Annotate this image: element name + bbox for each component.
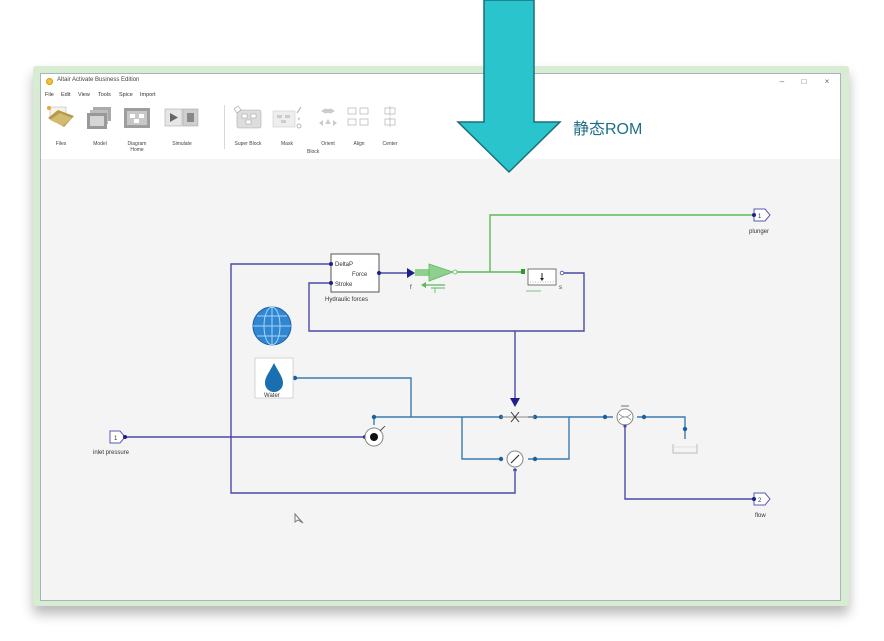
app-logo-icon — [46, 78, 53, 85]
mask-icon: × — [272, 106, 302, 129]
hyd-wire-bypass — [461, 417, 501, 460]
super-block-button[interactable]: Super Block — [231, 105, 265, 147]
super-block-label: Super Block — [234, 141, 262, 147]
plunger-label: plunger — [749, 229, 769, 235]
output-port-plunger[interactable]: 1 plunger — [749, 208, 771, 235]
hydraulic-forces-block[interactable]: DeltaP Force Stroke Hydraulic forces — [325, 253, 381, 303]
water-drop-icon — [265, 363, 283, 392]
flow-meter-block[interactable] — [616, 405, 634, 428]
simulate-label: Simulate — [172, 141, 192, 147]
menu-edit[interactable]: Edit — [61, 92, 71, 98]
inlet-port-number: 1 — [114, 436, 118, 442]
menu-bar: File Edit View Tools Spice Import — [41, 90, 840, 101]
center-label: Center — [382, 141, 398, 147]
model-label: Model — [93, 141, 107, 147]
sensor-label: s — [559, 285, 562, 291]
position-sensor-block[interactable]: s — [521, 268, 565, 292]
mech-wire-to-plunger — [489, 214, 753, 272]
window-title: Altair Activate Business Edition — [57, 77, 140, 83]
svg-text:×: × — [297, 117, 301, 123]
diagram-home-button[interactable]: Diagram Home — [119, 105, 155, 153]
output-port-flow[interactable]: 2 flow — [752, 492, 771, 519]
align-button[interactable]: Align — [344, 105, 374, 147]
files-folder-icon — [47, 106, 74, 127]
orient-button[interactable]: Orient — [311, 105, 345, 147]
port-deltap: DeltaP — [335, 262, 353, 268]
signal-wire-deltap — [230, 263, 516, 494]
force-source-block[interactable]: f — [410, 263, 458, 293]
model-button[interactable]: Model — [83, 105, 117, 147]
hydraulic-forces-label: Hydraulic forces — [325, 297, 368, 303]
menu-spice[interactable]: Spice — [119, 92, 133, 98]
static-rom-label: 静态ROM — [573, 121, 643, 138]
signal-wire-flow — [624, 426, 754, 500]
center-icon — [384, 106, 396, 127]
model-icon — [87, 107, 111, 129]
files-label: Files — [55, 141, 67, 147]
menu-view[interactable]: View — [78, 92, 90, 98]
maximize-button[interactable]: □ — [801, 77, 807, 86]
orient-label: Orient — [321, 141, 335, 147]
align-label: Align — [353, 141, 365, 147]
ribbon-separator — [224, 105, 225, 149]
menu-tools[interactable]: Tools — [98, 92, 111, 98]
port-force: Force — [352, 272, 368, 278]
plunger-port-number: 1 — [758, 214, 762, 220]
flow-port-number: 2 — [758, 498, 762, 504]
app-window: Altair Activate Business Edition – □ × F… — [40, 73, 841, 601]
minimize-button[interactable]: – — [779, 77, 785, 86]
simulate-button[interactable]: Simulate — [162, 105, 202, 147]
menu-import[interactable]: Import — [140, 92, 156, 98]
center-button[interactable]: Center — [376, 105, 404, 147]
port-stroke: Stroke — [335, 282, 353, 288]
title-bar: Altair Activate Business Edition – □ × — [41, 74, 840, 90]
variable-orifice-block[interactable] — [501, 411, 535, 423]
block-group-label: Block — [307, 149, 320, 155]
hyd-wire-to-tank — [637, 416, 686, 439]
align-icon — [347, 107, 369, 126]
valve-control-arrowhead — [510, 398, 520, 407]
files-button[interactable]: Files — [44, 105, 78, 147]
input-port-inlet[interactable]: 1 inlet pressure — [93, 430, 130, 456]
diagram-home-icon — [124, 108, 150, 128]
force-label: f — [410, 285, 412, 291]
diagram-home-label: Diagram Home — [127, 141, 147, 153]
orient-icon — [319, 108, 337, 126]
simulate-play-stop-icon — [164, 108, 199, 127]
ribbon-toolbar: Files Model Diagram Home — [41, 101, 840, 159]
diagram-svg: DeltaP Force Stroke Hydraulic forces f — [93, 208, 771, 519]
tank-block[interactable] — [672, 444, 698, 454]
globe-environment-icon[interactable] — [252, 306, 292, 346]
hyd-wire-bypass-out — [528, 416, 570, 460]
flow-label: flow — [755, 513, 766, 519]
super-block-icon — [233, 105, 262, 129]
inlet-label: inlet pressure — [93, 450, 130, 456]
mask-button[interactable]: × Mask — [270, 105, 304, 147]
mask-label: Mask — [281, 141, 293, 147]
force-input-arrowhead — [407, 268, 415, 278]
mouse-cursor-icon — [294, 513, 304, 524]
close-button[interactable]: × — [824, 77, 830, 86]
menu-file[interactable]: File — [45, 92, 54, 98]
signal-wire-stroke — [308, 272, 585, 332]
pressure-source-block[interactable] — [363, 425, 386, 447]
diagram-canvas[interactable]: DeltaP Force Stroke Hydraulic forces f — [41, 159, 840, 600]
pressure-gauge-block[interactable] — [506, 450, 524, 472]
hyd-wire-water — [295, 377, 412, 417]
water-label: Water — [264, 393, 280, 399]
water-block[interactable]: Water — [254, 357, 294, 399]
